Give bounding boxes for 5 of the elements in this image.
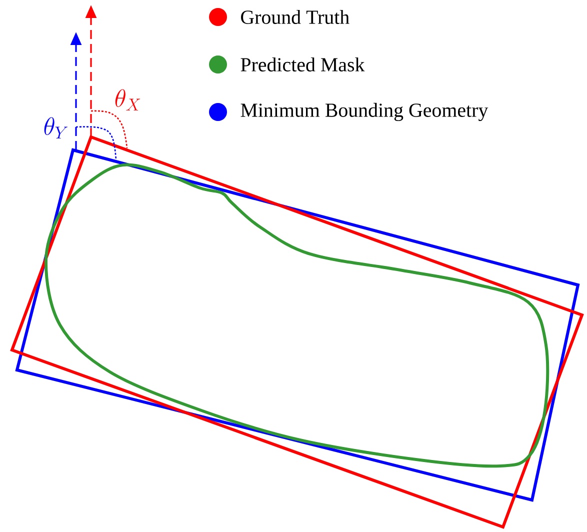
legend-label: Predicted Mask: [240, 57, 365, 72]
legend-label: Minimum Bounding Geometry: [240, 102, 488, 122]
angle-label: $\theta_X$: [115, 89, 140, 110]
angle-label: $\theta_Y$: [44, 117, 68, 138]
legend-label: Ground Truth: [241, 10, 350, 24]
